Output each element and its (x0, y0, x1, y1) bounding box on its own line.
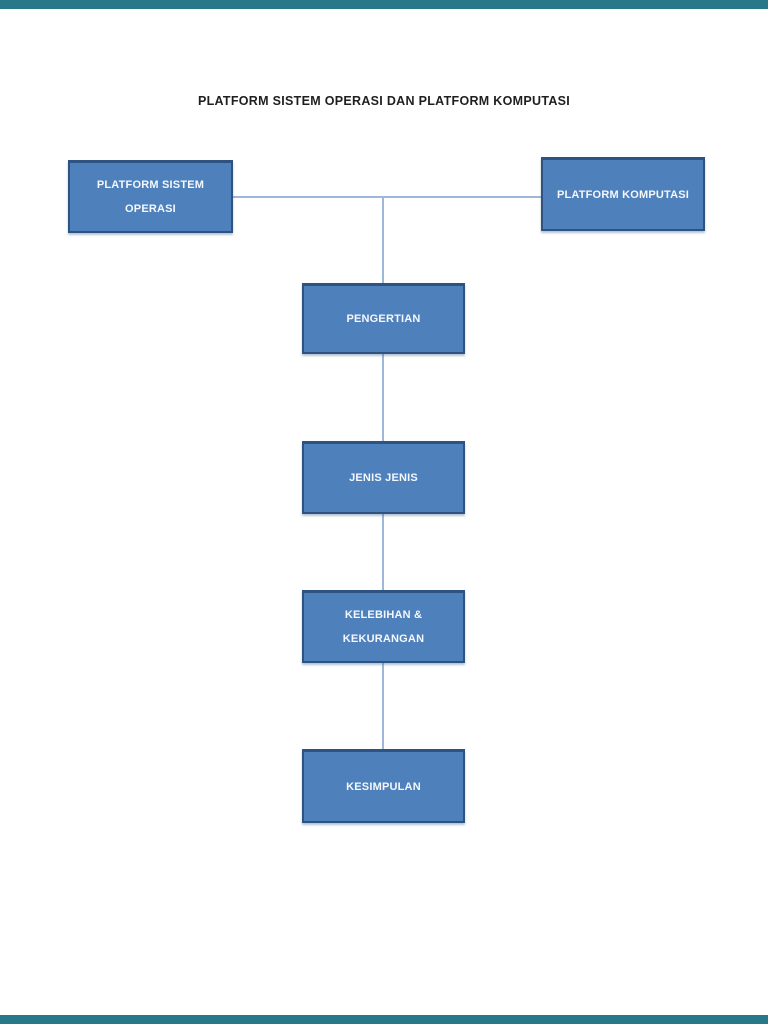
page-title: PLATFORM SISTEM OPERASI DAN PLATFORM KOM… (197, 94, 571, 108)
node-label-line: PENGERTIAN (346, 313, 421, 325)
node-kelebihan-kekurangan: KELEBIHAN & KEKURANGAN (302, 590, 465, 663)
node-kesimpulan: KESIMPULAN (302, 749, 465, 823)
node-label-line: OPERASI (125, 203, 176, 215)
node-platform-komputasi: PLATFORM KOMPUTASI (541, 157, 705, 231)
connector-pengertian-to-jenis (382, 354, 384, 441)
node-label-line: KELEBIHAN & (344, 609, 423, 621)
node-label-line: JENIS JENIS (349, 472, 418, 484)
connector-jenis-to-kelebihan (382, 514, 384, 590)
node-label-line: KESIMPULAN (346, 780, 421, 793)
node-jenis-jenis: JENIS JENIS (302, 441, 465, 514)
node-platform-sistem-operasi: PLATFORM SISTEM OPERASI (68, 160, 233, 233)
node-label-line: PLATFORM SISTEM (96, 179, 205, 191)
node-label-line: PLATFORM KOMPUTASI (556, 188, 690, 201)
connector-pso-to-pk (233, 196, 541, 198)
connector-junction-to-pengertian (382, 198, 384, 283)
viewer-bottom-bar (0, 1015, 768, 1024)
connector-kelebihan-to-kesimpulan (382, 663, 384, 749)
node-label-line: KEKURANGAN (342, 633, 425, 645)
viewer-top-bar (0, 0, 768, 9)
node-pengertian: PENGERTIAN (302, 283, 465, 354)
